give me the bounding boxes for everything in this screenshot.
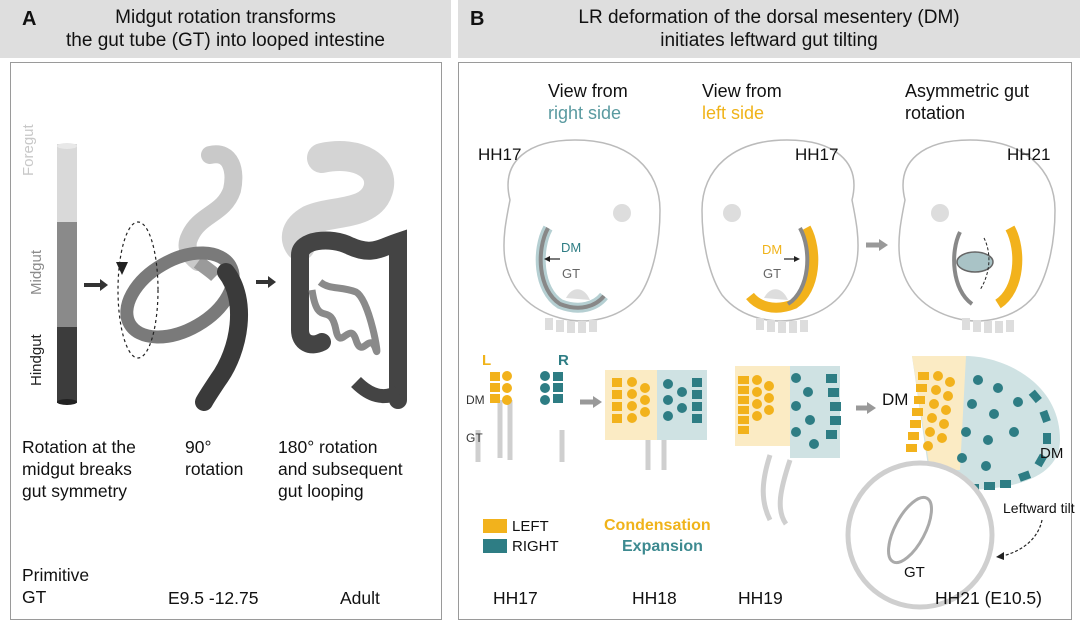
- hh17-right-cells: [540, 371, 563, 405]
- stage-adult: Adult: [340, 588, 380, 608]
- leftward-tilt-arrow: [1001, 519, 1043, 557]
- embryo-3: [898, 139, 1056, 322]
- expansion-label: Expansion: [622, 538, 703, 555]
- panel-a-letter: A: [22, 8, 37, 30]
- dm-label-3: DM: [466, 393, 485, 407]
- hh21-left-cells: [906, 371, 955, 452]
- hh18-left-cells: [612, 377, 650, 423]
- hindgut-segment: [57, 327, 77, 403]
- hh18-right-cells: [663, 378, 702, 423]
- rotation-axis: [117, 221, 159, 359]
- hh21-gut-tube: [845, 460, 995, 610]
- midgut-segment: [57, 222, 77, 327]
- view3-label: Asymmetric gut rotation: [905, 81, 1030, 123]
- stage-top-2: HH17: [795, 145, 839, 164]
- caption-2: 90° rotation: [185, 437, 244, 479]
- stage-bottom-3: HH19: [738, 588, 783, 608]
- panel-b-header: B LR deformation of the dorsal mesentery…: [458, 0, 1080, 58]
- hindgut-curve: [195, 263, 249, 411]
- hh19-left-cells: [738, 375, 774, 434]
- dm-label-4: DM: [882, 390, 909, 409]
- stage-bottom-2: HH18: [632, 588, 677, 608]
- panel-a-title: Midgut rotation transforms the gut tube …: [66, 7, 385, 51]
- view1-label: View from right side: [548, 81, 628, 123]
- gt-label-3: GT: [466, 431, 483, 445]
- adult-stomach: [281, 141, 395, 261]
- adult-small-intestine: [308, 279, 381, 356]
- embryo-2: [701, 139, 859, 322]
- caption-1: Rotation at the midgut breaks gut symmet…: [22, 437, 136, 501]
- gt-label-1: GT: [562, 266, 581, 281]
- l-label: L: [482, 352, 492, 369]
- view2-label: View from left side: [702, 81, 782, 123]
- dm-hh17: [475, 400, 565, 462]
- gt-label-4: GT: [904, 564, 925, 581]
- stage-e9: E9.5 -12.75: [168, 588, 259, 608]
- panel-a-header: A Midgut rotation transforms the gut tub…: [0, 0, 451, 58]
- stage-bottom-1: HH17: [493, 588, 538, 608]
- adult-colon: [291, 229, 407, 409]
- hh17-left-cells: [490, 371, 512, 405]
- panel-b-title: LR deformation of the dorsal mesentery (…: [578, 7, 960, 51]
- stage-bottom-4: HH21 (E10.5): [935, 588, 1042, 608]
- legend-right-label: RIGHT: [512, 538, 559, 555]
- condensation-label: Condensation: [604, 517, 711, 534]
- legend-right-swatch: [483, 539, 507, 553]
- stage-top-3: HH21: [1007, 145, 1051, 164]
- foregut-segment: [57, 144, 77, 222]
- caption-3: 180° rotation and subsequent gut looping: [278, 437, 403, 501]
- leftward-tilt-label: Leftward tilt: [1003, 500, 1075, 516]
- legend-left-swatch: [483, 519, 507, 533]
- dm-label-5: DM: [1040, 445, 1064, 462]
- r-label: R: [558, 352, 569, 369]
- panel-b-letter: B: [470, 8, 485, 30]
- dm-label-1: DM: [561, 240, 582, 255]
- panel-a-illustration: [57, 141, 407, 411]
- stage-top-1: HH17: [478, 145, 522, 164]
- gt-label-2: GT: [763, 266, 782, 281]
- dm-label-2: DM: [762, 242, 783, 257]
- legend-left-label: LEFT: [512, 518, 549, 535]
- hh19-right-cells: [791, 373, 841, 449]
- stage-primitive: Primitive GT: [22, 565, 90, 607]
